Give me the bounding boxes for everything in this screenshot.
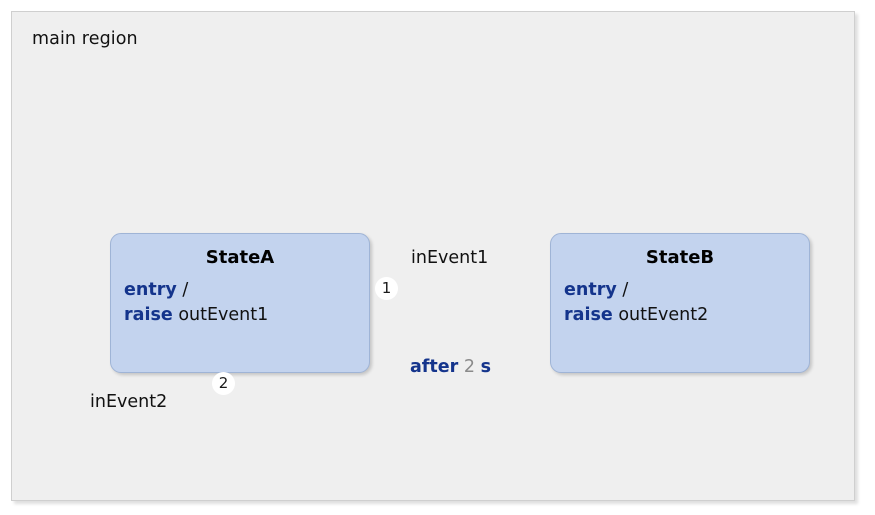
raise-keyword-stateb: raise bbox=[564, 305, 613, 325]
raise-value-statea: outEvent1 bbox=[178, 305, 269, 325]
after-number: 2 bbox=[463, 357, 476, 377]
after-keyword: after bbox=[410, 357, 459, 377]
transition-label-inevent2: inEvent2 bbox=[90, 392, 168, 412]
after-unit: s bbox=[480, 357, 492, 377]
entry-keyword-statea: entry bbox=[124, 280, 177, 300]
entry-keyword-stateb: entry bbox=[564, 280, 617, 300]
transition-label-after: after 2 s bbox=[410, 357, 491, 377]
transition-label-inevent1: inEvent1 bbox=[411, 248, 489, 268]
state-node-stateb[interactable]: StateB entry / raise outEvent2 bbox=[550, 233, 810, 373]
raise-keyword-statea: raise bbox=[124, 305, 173, 325]
transition-badge-1[interactable]: 1 bbox=[375, 277, 398, 300]
state-node-statea[interactable]: StateA entry / raise outEvent1 bbox=[110, 233, 370, 373]
slash-stateb: / bbox=[622, 280, 629, 300]
transition-badge-2[interactable]: 2 bbox=[212, 372, 235, 395]
raise-value-stateb: outEvent2 bbox=[618, 305, 709, 325]
state-body-stateb: entry / raise outEvent2 bbox=[564, 278, 708, 328]
state-title-stateb: StateB bbox=[645, 247, 715, 268]
slash-statea: / bbox=[182, 280, 189, 300]
region-label: main region bbox=[32, 29, 138, 49]
state-title-statea: StateA bbox=[205, 247, 275, 268]
state-body-statea: entry / raise outEvent1 bbox=[124, 278, 268, 328]
